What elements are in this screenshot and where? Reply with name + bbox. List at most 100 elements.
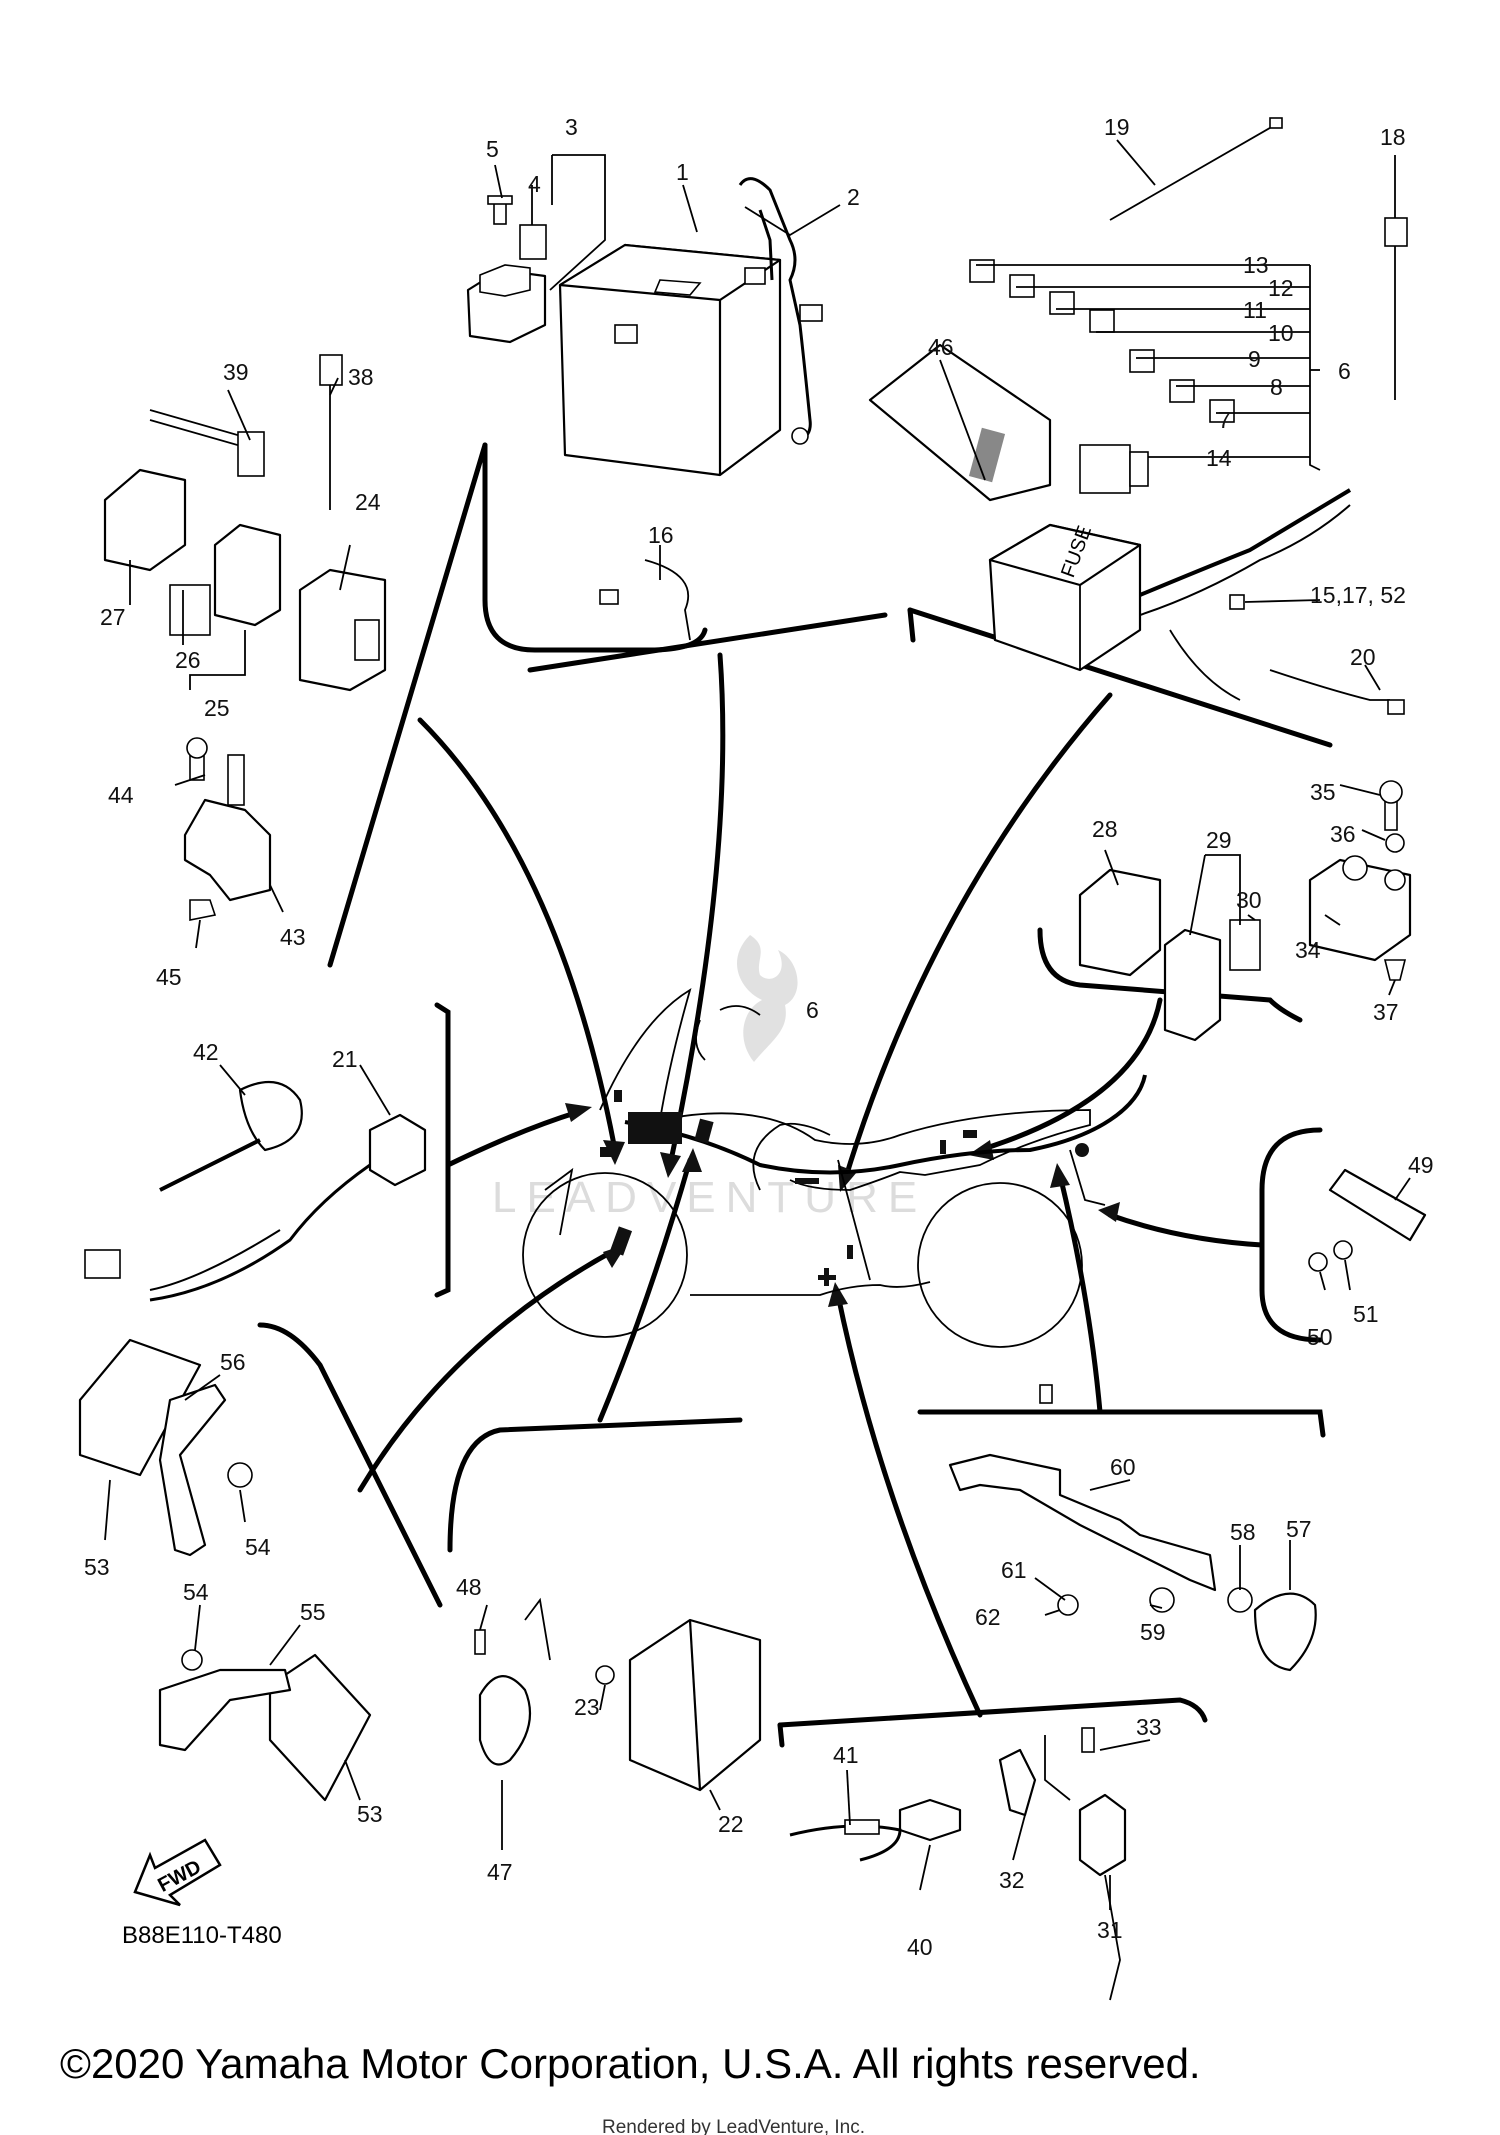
callout-32: 32 — [999, 1867, 1025, 1893]
bracket-reflector-front-group — [257, 1322, 443, 1608]
callout-18: 18 — [1380, 124, 1406, 150]
motorcycle-outline — [522, 988, 1147, 1348]
callout-19: 19 — [1104, 114, 1130, 140]
lean-angle-sensor — [1308, 780, 1412, 981]
callout-6-harness: 6 — [806, 997, 819, 1023]
front-reflector-lower — [158, 1649, 372, 1802]
leader-battery — [667, 652, 726, 1168]
speed-sensor — [183, 737, 272, 921]
bracket-top-left-bottom — [482, 442, 708, 653]
callout-40: 40 — [907, 1934, 933, 1960]
leader-relay — [417, 717, 618, 1153]
catalog-code: B88E110-T480 — [122, 1922, 282, 1949]
rear-reflector — [1308, 1168, 1427, 1272]
battery-location-mark — [628, 1112, 682, 1144]
watermark: LEADVENTURE — [492, 935, 917, 1222]
callout-14: 14 — [1206, 445, 1232, 471]
callout-50: 50 — [1307, 1324, 1333, 1350]
callout-46: 46 — [928, 334, 954, 360]
callout-24: 24 — [355, 489, 381, 515]
group-brackets — [257, 442, 1333, 1748]
callout-34: 34 — [1295, 937, 1321, 963]
callout-13: 13 — [1243, 252, 1269, 278]
callout-56: 56 — [220, 1349, 246, 1375]
leader-reflector-rear — [1107, 1212, 1265, 1248]
callout-10: 10 — [1268, 320, 1294, 346]
fuse-box: FUSE — [988, 488, 1352, 672]
callout-49: 49 — [1408, 1152, 1434, 1178]
callout-48: 48 — [456, 1574, 482, 1600]
callout-8: 8 — [1270, 374, 1283, 400]
bracket-fuse-group — [907, 607, 1333, 748]
fuse-cover — [868, 343, 1052, 502]
callout-27: 27 — [100, 604, 126, 630]
callout-53-lower: 53 — [357, 1801, 383, 1827]
callout-60: 60 — [1110, 1454, 1136, 1480]
bracket-sensor-group — [777, 1697, 1208, 1728]
front-reflector-upper — [78, 1338, 253, 1557]
front-wheel — [522, 1172, 688, 1338]
callout-12: 12 — [1268, 275, 1294, 301]
callout-39: 39 — [223, 359, 249, 385]
callout-22: 22 — [718, 1811, 744, 1837]
callout-59: 59 — [1140, 1619, 1166, 1645]
callout-41: 41 — [833, 1742, 859, 1768]
callout-54-upper: 54 — [245, 1534, 271, 1560]
starter-relay — [466, 195, 547, 344]
callout-58: 58 — [1230, 1519, 1256, 1545]
bracket-reflector-rear-group — [1259, 1127, 1323, 1343]
callout-31: 31 — [1097, 1917, 1123, 1943]
callout-20: 20 — [1350, 644, 1376, 670]
callout-1: 1 — [676, 159, 689, 185]
callout-54-lower: 54 — [183, 1579, 209, 1605]
fwd-arrow-icon: FWD — [133, 1838, 222, 1907]
ecu-unit — [595, 1618, 762, 1792]
battery-cable — [738, 177, 823, 445]
callout-33: 33 — [1136, 1714, 1162, 1740]
relay-group-left — [103, 468, 387, 692]
callout-61: 61 — [1001, 1557, 1027, 1583]
callout-47: 47 — [487, 1859, 513, 1885]
callout-38: 38 — [348, 364, 374, 390]
bottom-sensors — [789, 1727, 1127, 2001]
bracket-plate-group — [917, 1409, 1326, 1438]
relay-group-right — [1078, 868, 1261, 1042]
fuse-set — [969, 259, 1235, 494]
callout-42: 42 — [193, 1039, 219, 1065]
callout-37: 37 — [1373, 999, 1399, 1025]
callout-57: 57 — [1286, 1516, 1312, 1542]
callout-30: 30 — [1236, 887, 1262, 913]
callout-55: 55 — [300, 1599, 326, 1625]
callout-35: 35 — [1310, 779, 1336, 805]
callout-2: 2 — [847, 184, 860, 210]
callout-29: 29 — [1206, 827, 1232, 853]
callout-53-upper: 53 — [84, 1554, 110, 1580]
callout-23: 23 — [574, 1694, 600, 1720]
plate-light-bracket — [948, 1384, 1317, 1672]
leader-plate — [1057, 1172, 1103, 1415]
leader-sidestand — [445, 1109, 581, 1168]
leader-horn — [597, 1157, 693, 1423]
callout-6-fuse: 6 — [1338, 358, 1351, 384]
callout-3: 3 — [565, 114, 578, 140]
callout-labels: 1 2 3 4 5 6 7 8 9 10 11 12 13 14 15,17, … — [84, 114, 1434, 1960]
callout-11: 11 — [1243, 297, 1267, 323]
cable-ties — [149, 117, 1408, 715]
leader-reflector-front — [357, 1247, 618, 1493]
leader-curves — [357, 652, 1265, 1718]
callout-9: 9 — [1248, 346, 1261, 372]
bracket-sidestand-group — [434, 1002, 451, 1298]
callout-4: 4 — [528, 171, 541, 197]
rear-wheel — [917, 1182, 1083, 1348]
bracket-relay-group — [327, 442, 488, 968]
bracket-battery-group — [527, 612, 888, 673]
bracket-relay2-group — [1037, 927, 1273, 1003]
bracket-horn-group — [447, 1417, 743, 1553]
callout-28: 28 — [1092, 816, 1118, 842]
callout-25: 25 — [204, 695, 230, 721]
leader-relay2 — [977, 997, 1163, 1153]
leader-sensor — [835, 1292, 983, 1718]
sidestand-switch — [84, 1080, 427, 1302]
callout-36: 36 — [1330, 821, 1356, 847]
